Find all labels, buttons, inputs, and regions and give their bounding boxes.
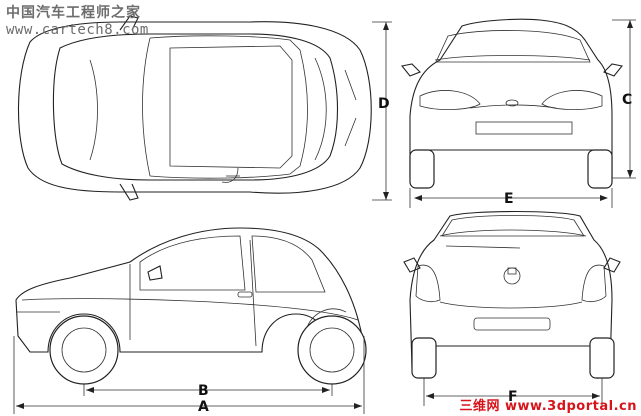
- dimension-label-a: A: [198, 399, 209, 415]
- watermark-url-text: www.cartech8.com: [6, 22, 149, 38]
- rear-view: [403, 210, 621, 406]
- dimension-label-e: E: [504, 191, 514, 207]
- front-view: [401, 18, 636, 208]
- side-view: [13, 227, 367, 414]
- dimension-label-c: C: [622, 92, 632, 108]
- watermark-chinese-text: 中国汽车工程师之家: [6, 5, 141, 21]
- watermark-top: 中国汽车工程师之家 www.cartech8.com: [6, 6, 149, 37]
- watermark-bottom: 三维网 www.3dportal.cn: [459, 399, 637, 414]
- top-view: [17, 15, 392, 201]
- dimension-label-d: D: [378, 96, 390, 112]
- dimension-label-b: B: [198, 383, 209, 399]
- dimension-label-f: F: [508, 389, 518, 405]
